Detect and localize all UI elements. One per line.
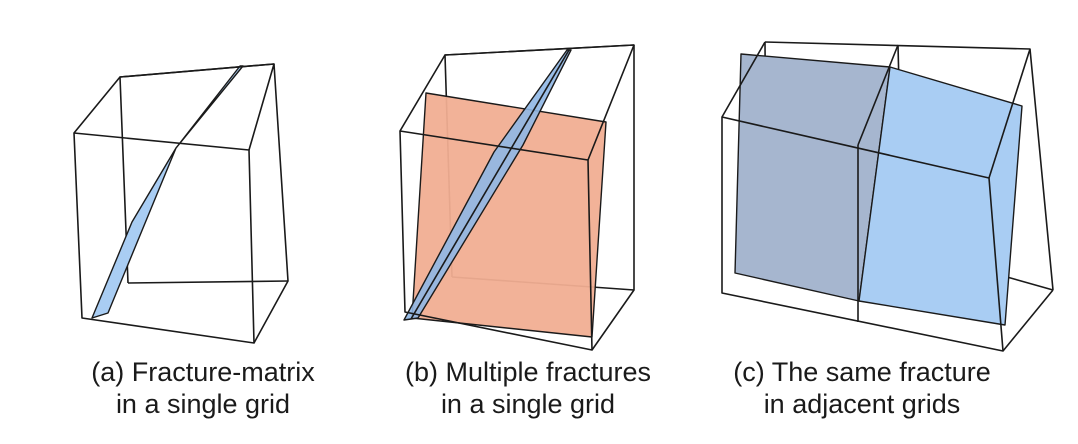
- panel-a-caption: (a) Fracture-matrix in a single grid: [53, 356, 353, 420]
- panel-a-diagram: [73, 63, 289, 344]
- panel-a-top-edges: [73, 63, 275, 151]
- panel-b-blue-plane-spine: [410, 49, 570, 320]
- panel-b-caption-line2: in a single grid: [440, 389, 616, 419]
- panel-b-orange-fracture-plane: [411, 92, 607, 338]
- panel-a-caption-line2: in a single grid: [115, 389, 291, 419]
- panel-b-caption: (b) Multiple fractures in a single grid: [378, 356, 678, 420]
- panel-a-right-edges: [253, 63, 289, 344]
- panel-c-top-divider: [857, 44, 899, 146]
- panel-c-top-edges: [721, 41, 766, 118]
- panel-b-diagram: [399, 44, 635, 351]
- panel-a-caption-line1: (a) Fracture-matrix: [91, 357, 315, 387]
- panel-c-right-bottom: [1002, 289, 1054, 352]
- panel-a-back-bottom: [127, 280, 289, 284]
- panel-a-fracture-plane: [91, 65, 244, 319]
- panel-b-caption-line1: (b) Multiple fractures: [404, 357, 652, 387]
- panel-c-caption: (c) The same fracture in adjacent grids: [712, 356, 1012, 420]
- panel-c-diagram: [721, 41, 1054, 352]
- panel-c-right-edges: [988, 48, 1031, 179]
- panel-c-right-fracture-plane: [858, 66, 1023, 326]
- panel-c-caption-line2: in adjacent grids: [763, 389, 961, 419]
- panel-b-top-edges: [399, 44, 635, 161]
- panel-b-right-edges: [591, 45, 635, 351]
- panel-c-caption-line1: (c) The same fracture: [733, 357, 991, 387]
